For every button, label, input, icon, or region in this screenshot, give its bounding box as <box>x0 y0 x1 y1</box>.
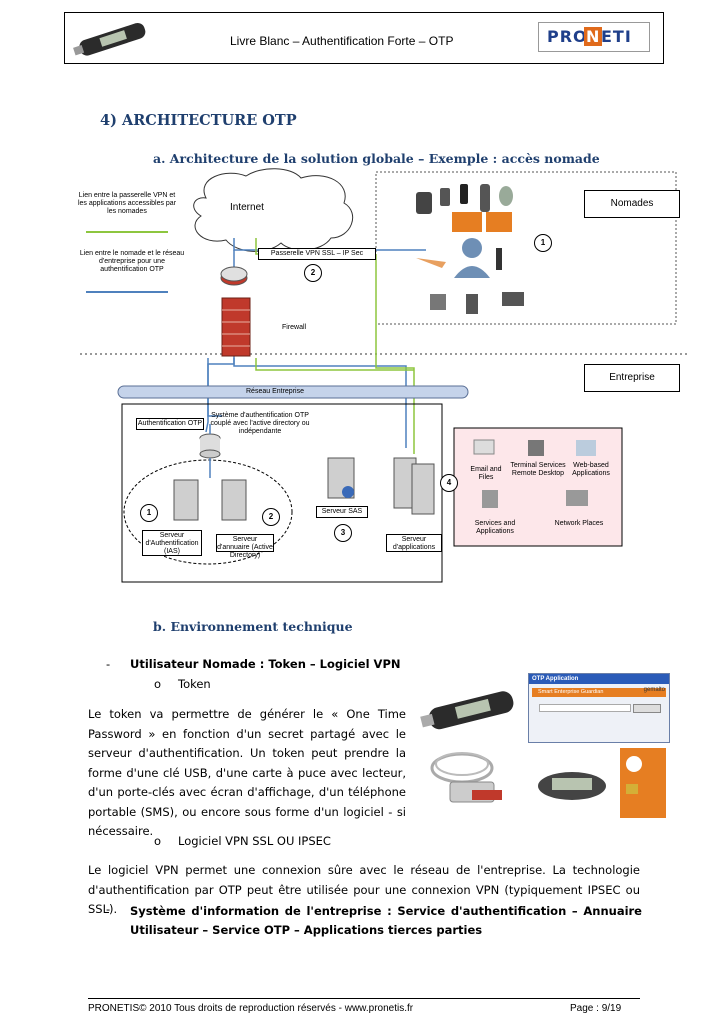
app-email-label: Email and Files <box>470 466 502 481</box>
footer-rule <box>88 998 640 999</box>
passerelle-vpn-box: Passerelle VPN SSL – IP Sec <box>258 248 376 260</box>
usb-token-image <box>72 18 154 58</box>
reseau-entreprise-label: Réseau Entreprise <box>246 388 304 395</box>
subsection-title-b: b. Environnement technique <box>153 619 353 634</box>
bullet-2-text: Système d'information de l'entreprise : … <box>130 904 642 937</box>
bullet-dash-2: - <box>106 902 111 916</box>
logo-part-2: N <box>584 27 603 46</box>
legend-green-text: Lien entre la passerelle VPN et les appl… <box>77 192 177 215</box>
otp-window-titlebar: OTP Application <box>529 674 669 684</box>
otp-window-ok-button[interactable] <box>633 704 661 713</box>
logo-part-3: ETI <box>601 27 632 46</box>
app-network-label: Network Places <box>554 520 604 527</box>
marker-1-bottom: 1 <box>140 504 158 522</box>
serveur-sas-box: Serveur SAS <box>316 506 368 518</box>
page-header-box <box>64 12 664 64</box>
serveur-annuaire-box: Serveur d'annuaire (Active Directory) <box>216 534 274 559</box>
app-terminal-label: Terminal Services Remote Desktop <box>510 462 566 477</box>
auth-otp-box: Authentification OTP <box>136 418 204 430</box>
app-services-label: Services and Applications <box>474 520 516 535</box>
marker-1-top: 1 <box>534 234 552 252</box>
legend-blue-text: Lien entre le nomade et le réseau d'entr… <box>79 250 185 273</box>
internet-label: Internet <box>230 202 264 213</box>
header-title: Livre Blanc – Authentification Forte – O… <box>230 34 454 48</box>
systeme-auth-text: Système d'authentification OTP couplé av… <box>210 412 310 435</box>
entreprise-box: Entreprise <box>584 364 680 392</box>
subsection-title-a: a. Architecture de la solution globale –… <box>153 151 600 166</box>
token-images <box>420 664 670 826</box>
sub-bullet-mark-1: o <box>154 677 162 691</box>
otp-window-field[interactable] <box>539 704 631 712</box>
firewall-label: Firewall <box>282 324 307 331</box>
pronetis-logo: PRO N ETI <box>538 22 650 52</box>
app-web-label: Web-based Applications <box>572 462 610 477</box>
otp-window-subtitle: Smart Enterprise Guardian <box>532 688 666 697</box>
serveur-ias-box: Serveur d'Authentification (IAS) <box>142 530 202 556</box>
otp-window-brand: gemalto <box>643 687 665 693</box>
footer-copyright: PRONETIS© 2010 Tous droits de reproducti… <box>88 1003 414 1014</box>
paragraph-vpn: Le logiciel VPN permet une connexion sûr… <box>88 863 640 916</box>
sub-bullet-2-text: Logiciel VPN SSL OU IPSEC <box>178 834 331 848</box>
sub-bullet-1-text: Token <box>178 677 211 691</box>
marker-4: 4 <box>440 474 458 492</box>
otp-application-window: OTP Application Smart Enterprise Guardia… <box>528 673 670 743</box>
marker-2-top: 2 <box>304 264 322 282</box>
section-title: 4) ARCHITECTURE OTP <box>100 112 297 129</box>
bullet-dash-1: - <box>106 657 111 671</box>
serveur-applications-box: Serveur d'applications <box>386 534 442 552</box>
marker-2-bottom: 2 <box>262 508 280 526</box>
footer-page-number: Page : 9/19 <box>570 1003 622 1014</box>
logo-part-1: PRO <box>547 27 588 46</box>
paragraph-token: Le token va permettre de générer le « On… <box>88 707 406 838</box>
nomades-box: Nomades <box>584 190 680 218</box>
marker-3: 3 <box>334 524 352 542</box>
bullet-1-text: Utilisateur Nomade : Token – Logiciel VP… <box>130 657 401 671</box>
architecture-diagram: Lien entre la passerelle VPN et les appl… <box>76 168 696 588</box>
sub-bullet-mark-2: o <box>154 834 162 848</box>
